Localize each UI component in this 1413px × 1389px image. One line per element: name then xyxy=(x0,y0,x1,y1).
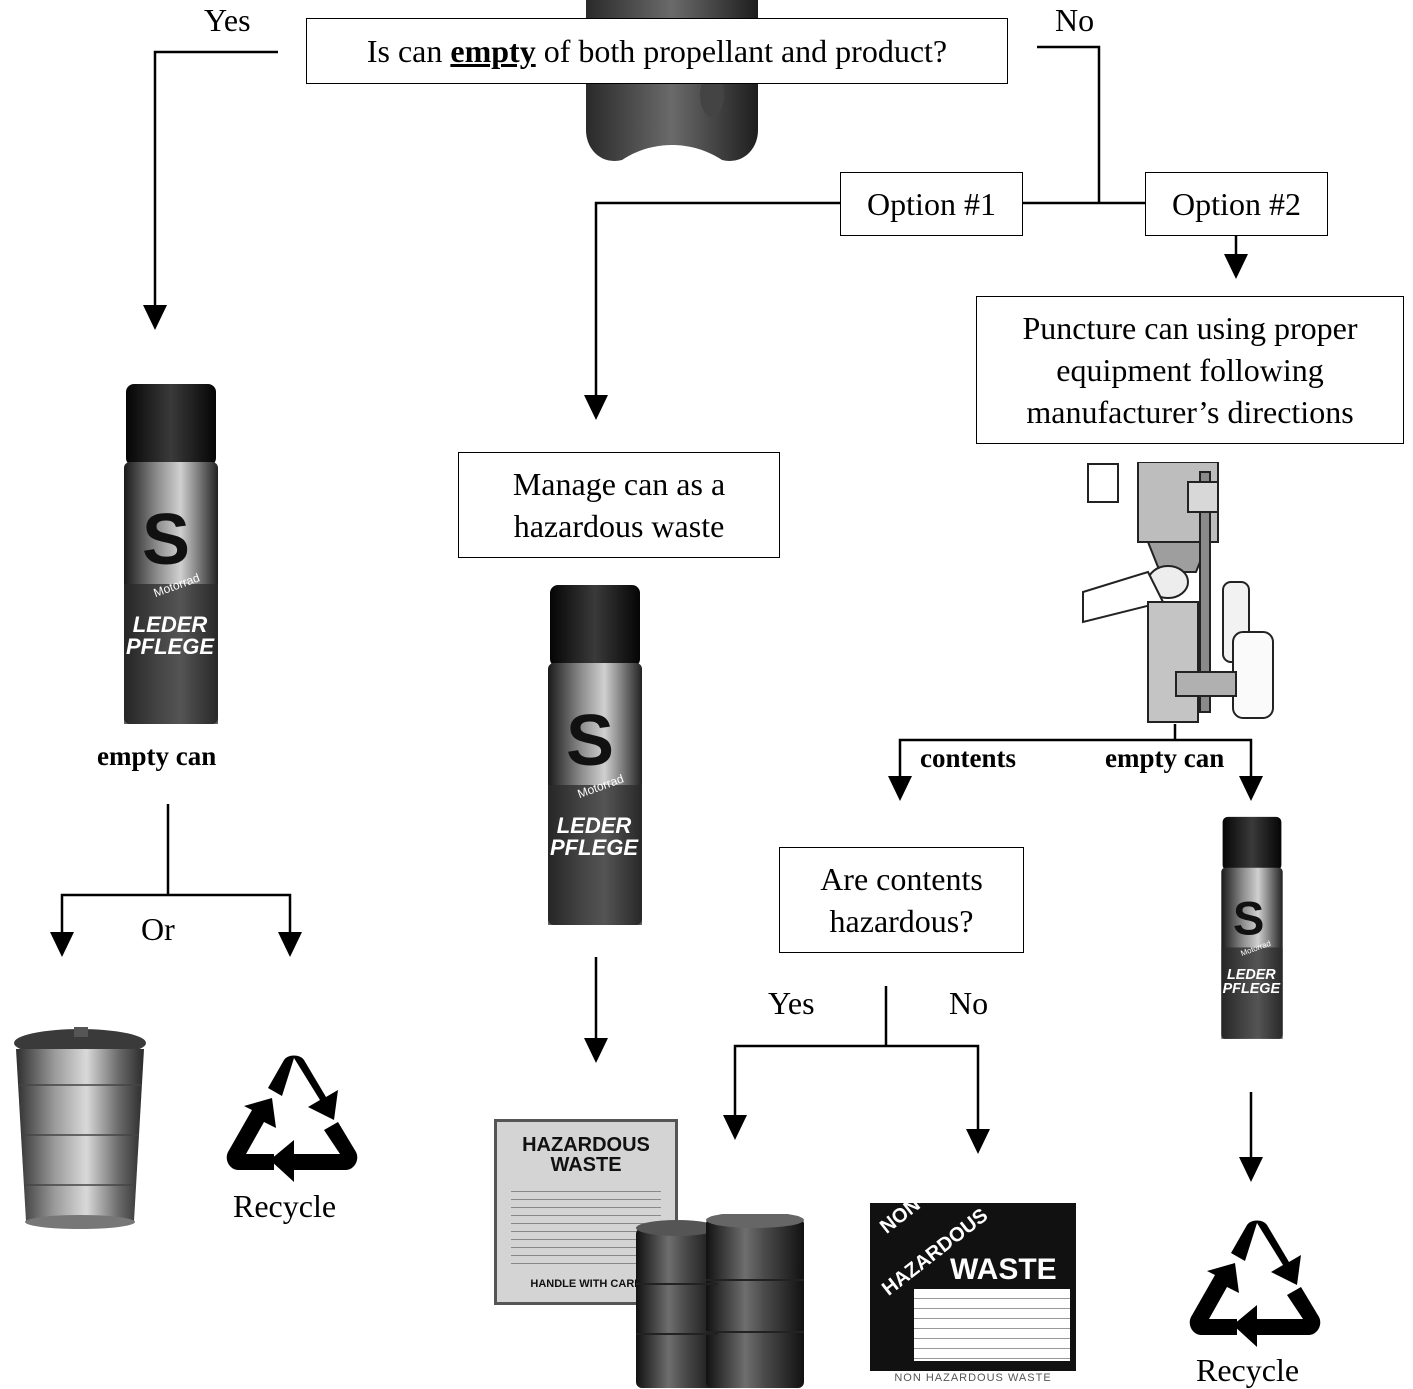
can-middle-brand: S xyxy=(566,701,614,781)
question-post: of both propellant and product? xyxy=(535,33,948,69)
can-left-line1: LEDER xyxy=(133,612,208,637)
sub-yes-label: Yes xyxy=(768,985,815,1021)
aerosol-can-middle: S Motorrad LEDER PFLEGE xyxy=(548,585,642,925)
can-middle-line2: PFLEGE xyxy=(550,835,639,860)
branch-yes-label: Yes xyxy=(204,2,251,38)
puncture-line-2: equipment following xyxy=(1056,352,1324,388)
non-hazardous-waste-sign: NON- HAZARDOUS WASTE xyxy=(870,1190,1076,1371)
nonhaz-caption: NON HAZARDOUS WASTE xyxy=(894,1372,1052,1384)
aerosol-can-left: S Motorrad LEDER PFLEGE xyxy=(124,384,218,724)
puncture-box: Puncture can using proper equipment foll… xyxy=(976,296,1404,444)
branch-no-label: No xyxy=(1055,2,1095,38)
empty-can-right-label: empty can xyxy=(1105,743,1225,773)
aerosol-can-right: S Motorrad LEDER PFLEGE xyxy=(1221,816,1283,1039)
trash-can-image xyxy=(14,1027,146,1229)
can-right-line1: LEDER xyxy=(1227,967,1276,983)
can-middle-line1: LEDER xyxy=(557,813,632,838)
sub-no-label: No xyxy=(949,985,989,1021)
are-contents-box: Are contents hazardous? xyxy=(779,847,1024,953)
puncture-line-3: manufacturer’s directions xyxy=(1026,394,1354,430)
recycle-icon-left xyxy=(226,1055,358,1182)
or-label: Or xyxy=(141,911,175,947)
option-1-box: Option #1 xyxy=(840,172,1023,236)
option-2-box: Option #2 xyxy=(1145,172,1328,236)
can-right-brand: S xyxy=(1233,891,1264,944)
contents-label: contents xyxy=(920,743,1016,773)
question-box: Is can empty of both propellant and prod… xyxy=(306,18,1008,84)
waste-drums-image xyxy=(636,1214,804,1388)
are-contents-line-1: Are contents xyxy=(820,861,983,897)
haz-sign-footer: HANDLE WITH CARE xyxy=(530,1278,642,1290)
recycle-right-label: Recycle xyxy=(1196,1352,1300,1388)
haz-sign-line2: WASTE xyxy=(550,1154,622,1176)
nonhaz-sign-line3: WASTE xyxy=(950,1253,1057,1286)
can-left-line2: PFLEGE xyxy=(126,634,215,659)
manage-line-1: Manage can as a xyxy=(512,466,726,502)
hazardous-waste-sign: HAZARDOUS WASTE HANDLE WITH CARE xyxy=(494,1119,678,1305)
puncture-line-1: Puncture can using proper xyxy=(1022,310,1358,346)
can-left-brand: S xyxy=(142,500,190,580)
recycle-left-label: Recycle xyxy=(233,1188,337,1224)
empty-can-left-label: empty can xyxy=(97,741,217,771)
question-pre: Is can xyxy=(366,33,451,69)
haz-sign-line1: HAZARDOUS xyxy=(522,1134,650,1156)
puncture-machine-image xyxy=(1082,462,1274,723)
can-right-line2: PFLEGE xyxy=(1223,981,1281,997)
manage-line-2: hazardous waste xyxy=(513,508,725,544)
nonhaz-sign-fields xyxy=(914,1289,1070,1361)
recycle-icon-right xyxy=(1189,1220,1321,1347)
manage-box: Manage can as a hazardous waste xyxy=(458,452,780,558)
question-emphasis: empty xyxy=(450,33,536,69)
are-contents-line-2: hazardous? xyxy=(829,903,974,939)
